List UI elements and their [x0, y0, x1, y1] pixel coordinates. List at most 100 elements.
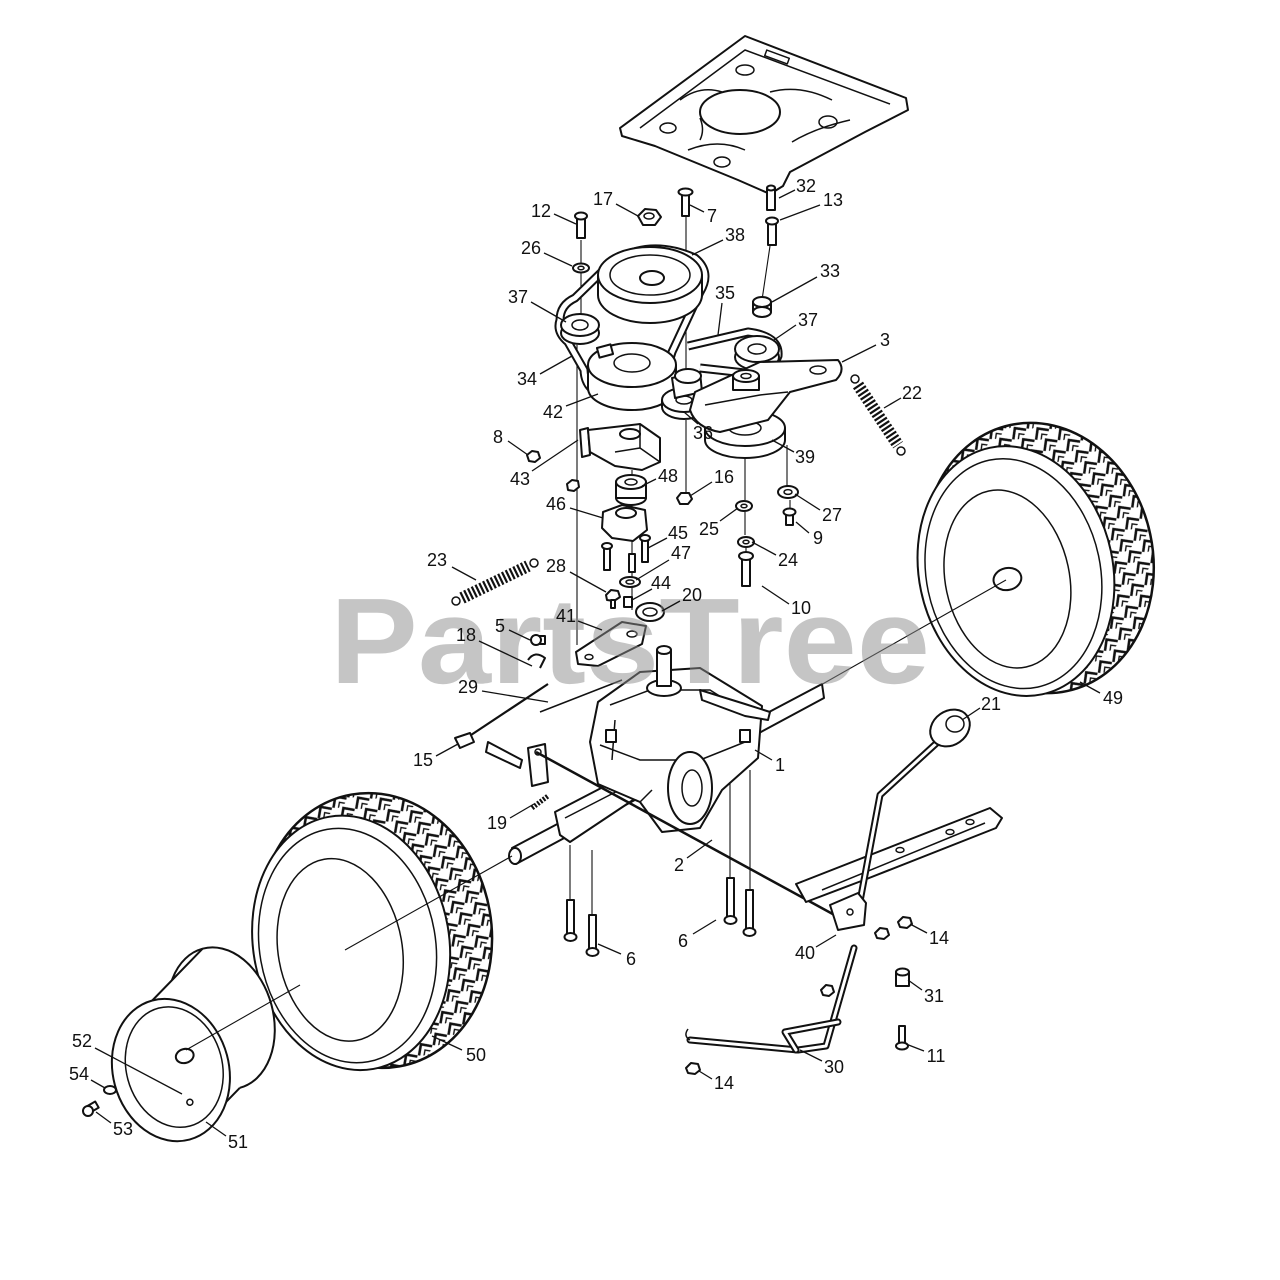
callout-29: 29 — [458, 677, 549, 703]
callout-43: 43 — [510, 439, 579, 489]
callout-number: 48 — [658, 466, 678, 486]
callout-39: 39 — [771, 439, 815, 467]
washer-26 — [572, 262, 590, 274]
callout-20: 20 — [661, 585, 702, 612]
washer-25 — [735, 500, 753, 512]
callout-leader — [95, 1111, 112, 1124]
callout-number: 43 — [510, 469, 530, 489]
callout-50: 50 — [431, 1035, 486, 1065]
callout-number: 39 — [795, 447, 815, 467]
clip-18 — [527, 653, 546, 669]
axle-line-right — [811, 579, 1007, 691]
callout-leader — [771, 276, 818, 303]
callout-number: 1 — [775, 755, 785, 775]
callout-number: 8 — [493, 427, 503, 447]
frame-plate — [619, 35, 909, 195]
callout-37: 37 — [508, 287, 567, 323]
callout-26: 26 — [521, 238, 573, 267]
bracket-40 — [829, 892, 867, 931]
callout-number: 42 — [543, 402, 563, 422]
callout-number: 44 — [651, 573, 671, 593]
callout-leader — [794, 493, 821, 511]
callout-number: 16 — [714, 467, 734, 487]
callout-number: 10 — [791, 598, 811, 618]
callout-52: 52 — [72, 1031, 183, 1095]
bracket-43 — [579, 423, 661, 471]
callout-number: 12 — [531, 201, 551, 221]
idler-37-left — [560, 313, 600, 345]
callout-number: 37 — [508, 287, 528, 307]
callout-28: 28 — [546, 556, 607, 593]
callout-leader — [779, 204, 821, 221]
callout-number: 30 — [824, 1057, 844, 1077]
nut-17 — [637, 208, 662, 226]
callout-number: 37 — [798, 310, 818, 330]
axle-line-left — [344, 855, 513, 951]
callout-10: 10 — [761, 585, 811, 618]
callout-47: 47 — [635, 543, 691, 581]
nut-16 — [676, 492, 693, 505]
callout-1: 1 — [754, 749, 785, 775]
bolt-10 — [738, 551, 754, 587]
callout-leader — [569, 571, 607, 593]
callout-number: 21 — [981, 694, 1001, 714]
spacer-33 — [752, 296, 772, 318]
callout-16: 16 — [689, 467, 734, 497]
pulley-42 — [587, 342, 677, 411]
callout-leader — [719, 507, 739, 522]
callout-30: 30 — [799, 1049, 844, 1077]
callout-37: 37 — [773, 310, 818, 341]
callout-number: 35 — [715, 283, 735, 303]
bolt-5 — [530, 634, 546, 646]
idler-bracket-3 — [689, 359, 843, 433]
callout-number: 33 — [820, 261, 840, 281]
callout-41: 41 — [556, 606, 603, 631]
callout-number: 29 — [458, 677, 478, 697]
callout-leader — [481, 690, 549, 703]
bearing-20 — [635, 602, 665, 622]
callout-45: 45 — [647, 523, 688, 549]
bolt-7 — [677, 187, 694, 217]
callout-number: 14 — [929, 928, 949, 948]
callout-number: 11 — [927, 1046, 946, 1066]
bolt-6 — [563, 877, 757, 957]
callout-number: 28 — [546, 556, 566, 576]
callout-54: 54 — [69, 1064, 106, 1089]
callout-leader — [647, 537, 668, 549]
callout-36: 36 — [683, 411, 713, 443]
callout-14: 14 — [909, 923, 949, 948]
callout-number: 54 — [69, 1064, 89, 1084]
callout-leader — [631, 588, 653, 601]
rear-wheel-left — [251, 791, 494, 1072]
callout-11: 11 — [905, 1043, 946, 1066]
callout-23: 23 — [427, 550, 477, 581]
callout-number: 27 — [822, 505, 842, 525]
callout-leader — [1079, 681, 1101, 694]
nut-14 — [685, 916, 913, 1075]
callout-leader — [778, 189, 796, 199]
callout-leader — [692, 919, 717, 935]
callout-leader — [478, 640, 533, 667]
callout-number: 49 — [1103, 688, 1123, 708]
rear-wheel-right — [916, 421, 1156, 697]
callout-53: 53 — [95, 1111, 133, 1139]
callout-leader — [761, 585, 790, 605]
callout-49: 49 — [1079, 681, 1123, 708]
callout-number: 46 — [546, 494, 566, 514]
callout-15: 15 — [413, 743, 459, 770]
callout-leader — [635, 559, 670, 581]
callout-44: 44 — [631, 573, 671, 601]
callout-48: 48 — [641, 466, 678, 487]
callout-number: 17 — [593, 189, 613, 209]
callout-number: 19 — [487, 813, 507, 833]
callout-number: 38 — [725, 225, 745, 245]
callout-17: 17 — [593, 189, 639, 217]
screw-28 — [605, 589, 621, 609]
bracket-41 — [575, 621, 647, 667]
callout-40: 40 — [795, 934, 837, 963]
callout-6: 6 — [597, 943, 636, 969]
callout-number: 23 — [427, 550, 447, 570]
callout-leader — [641, 478, 657, 487]
callout-leader — [435, 743, 459, 757]
callout-31: 31 — [907, 979, 944, 1006]
